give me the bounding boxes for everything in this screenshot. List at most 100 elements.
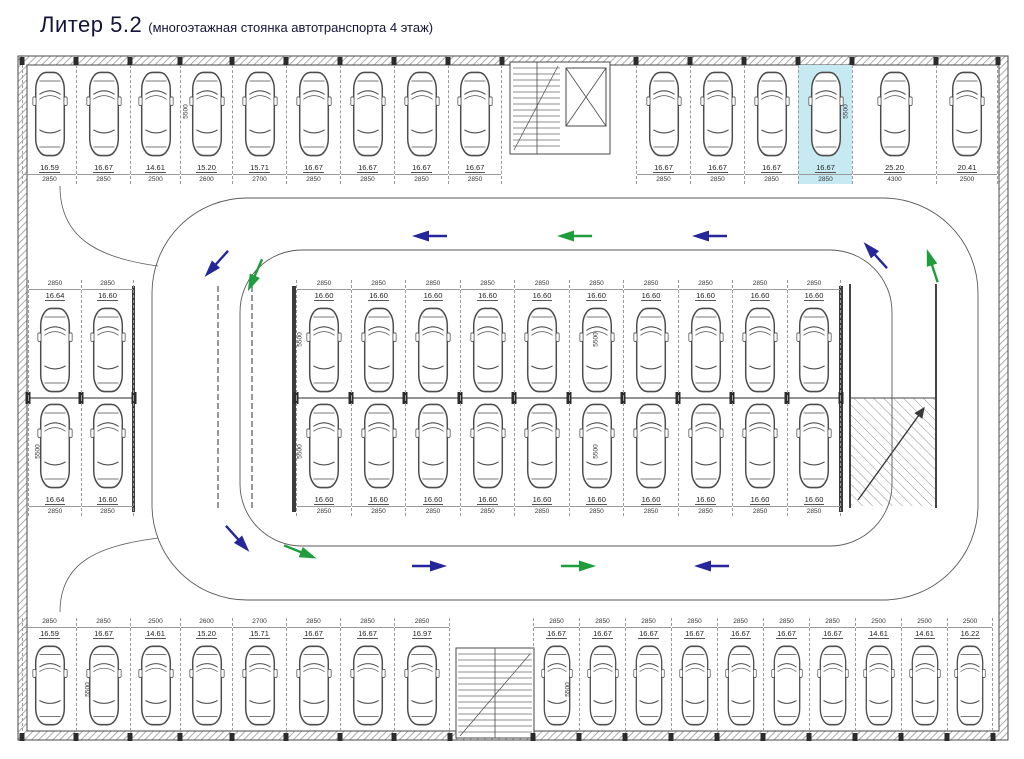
stall-width-dimension: 2850 [77, 174, 130, 184]
stall-width-dimension: 2850 [788, 506, 840, 516]
car-top-view-icon [788, 398, 840, 494]
column-mark [73, 57, 79, 65]
column-mark [576, 733, 582, 741]
car-top-view-icon [570, 398, 623, 494]
stall-area-label: 16.60 [640, 495, 662, 505]
car-top-view-icon [395, 640, 449, 731]
stall-width-dimension: 2850 [29, 506, 81, 516]
car-top-view-icon [515, 302, 569, 398]
traffic-arrow [412, 560, 447, 572]
stall-width-dimension: 2500 [131, 174, 180, 184]
stall-area-label: 15.20 [196, 163, 217, 173]
stall-area-label: 16.60 [531, 291, 553, 301]
stall-width-dimension: 2850 [733, 506, 787, 516]
stall-width-dimension: 2850 [352, 506, 405, 516]
stall-width-dimension: 2850 [287, 618, 340, 628]
traffic-arrow [412, 230, 447, 242]
column-mark [19, 733, 25, 741]
stall-area-label: 16.59 [39, 629, 60, 639]
column-mark [933, 57, 939, 65]
column-mark [73, 733, 79, 741]
stall-width-dimension: 2850 [82, 280, 133, 290]
drive-curve [59, 537, 159, 613]
stall-area-label: 16.60 [749, 495, 771, 505]
car-top-view-icon [395, 65, 448, 162]
car-top-view-icon [799, 65, 852, 162]
stall-width-dimension: 2850 [29, 280, 81, 290]
elevator-icon [565, 67, 607, 127]
stall-area-label: 16.60 [749, 291, 771, 301]
stall-width-dimension: 2850 [672, 618, 717, 628]
stall-width-dimension: 2850 [406, 506, 460, 516]
stall-width-dimension: 2700 [233, 174, 286, 184]
stall-area-label: 14.61 [145, 163, 166, 173]
car-top-view-icon [352, 398, 405, 494]
stall-width-dimension: 2850 [679, 506, 732, 516]
stall-area-label: 16.60 [368, 495, 389, 505]
car-top-view-icon [788, 302, 840, 398]
traffic-arrow [204, 250, 229, 277]
car-top-view-icon [29, 398, 81, 494]
stall-area-label: 16.60 [695, 291, 716, 301]
car-top-view-icon [77, 640, 130, 731]
column-mark [391, 57, 397, 65]
